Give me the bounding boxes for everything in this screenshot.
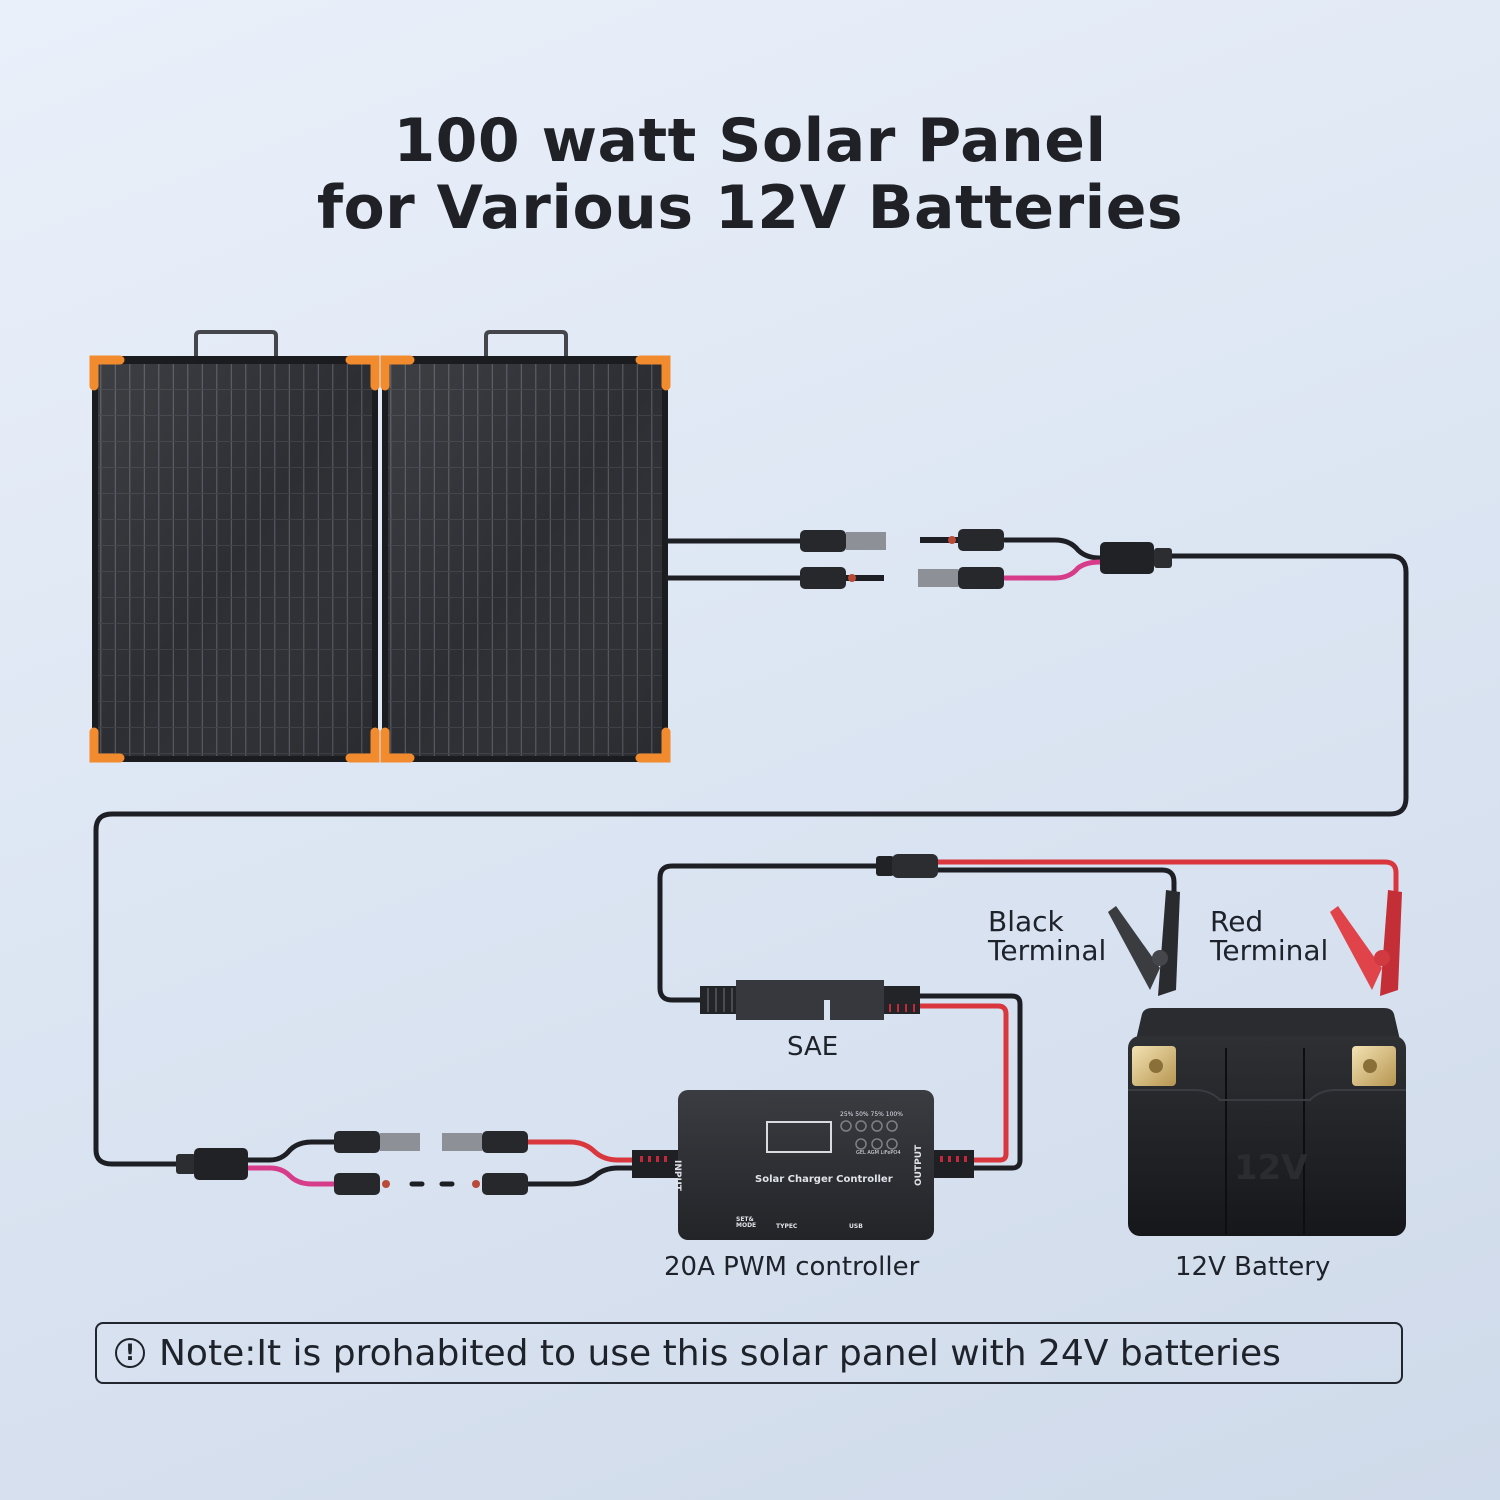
level-indicator-labels: 25% 50% 75% 100% (840, 1111, 903, 1118)
controller-body (678, 1090, 934, 1240)
mc4-female-top-3 (920, 529, 1004, 551)
controller-input-label: INPUT (672, 1160, 682, 1191)
battery-label: 12V Battery (1175, 1252, 1331, 1282)
red-clamp-icon (1330, 890, 1402, 996)
battery-12v (1128, 1008, 1406, 1236)
mode-agm: AGM (867, 1150, 879, 1156)
mc4-male-top-1 (800, 530, 886, 552)
warning-note-text: Note:It is prohabited to use this solar … (159, 1332, 1281, 1374)
battery-embossed-text: 12V (1234, 1148, 1308, 1188)
pwm-controller (632, 1090, 974, 1240)
typec-port: TYPEC (776, 1223, 798, 1230)
mode-lifepo4: LiFePO4 (880, 1150, 901, 1156)
controller-device-name: Solar Charger Controller (755, 1174, 893, 1185)
warning-note: ! Note:It is prohabited to use this sola… (95, 1322, 1403, 1384)
battery-mode-labels: GEL AGM LiFePO4 (856, 1150, 901, 1156)
red-terminal-label: Red Terminal (1210, 907, 1328, 965)
cables (93, 537, 1409, 1187)
exclamation-circle-icon: ! (115, 1338, 145, 1368)
mc4-female-top-2 (800, 567, 884, 589)
level-75: 75% (870, 1111, 884, 1118)
black-terminal-label: Black Terminal (988, 907, 1106, 965)
controller-output-label: OUTPUT (914, 1144, 924, 1186)
mc4-male-top-4 (918, 567, 1004, 589)
y-branch-splitter-bottom (176, 1148, 248, 1180)
red-terminal-line2: Terminal (1210, 934, 1329, 967)
level-25: 25% (840, 1111, 854, 1118)
right-handle-icon (484, 330, 568, 358)
mode-gel: GEL (856, 1150, 866, 1156)
y-branch-splitter-top (1100, 542, 1172, 574)
left-handle-icon (194, 330, 278, 358)
solar-panel (89, 330, 671, 763)
level-100: 100% (885, 1111, 903, 1118)
mc4-connectors-bottom (176, 1131, 528, 1195)
page-title: 100 watt Solar Panel for Various 12V Bat… (0, 108, 1500, 242)
controller-label: 20A PWM controller (664, 1252, 920, 1282)
sae-connector (700, 980, 920, 1020)
mc4-connectors-top (800, 529, 1172, 589)
usb-port: USB (849, 1223, 863, 1230)
black-terminal-line1: Black (988, 905, 1064, 938)
black-terminal-line2: Terminal (988, 934, 1107, 967)
orange-corner-guards (89, 355, 671, 763)
set-mode-button: SET& MODE (736, 1216, 757, 1229)
title-line-1: 100 watt Solar Panel (393, 106, 1107, 176)
lcd-display (766, 1121, 832, 1153)
level-50: 50% (855, 1111, 869, 1118)
red-terminal-line1: Red (1210, 905, 1264, 938)
black-clamp-icon (1108, 890, 1180, 996)
title-line-2: for Various 12V Batteries (316, 173, 1184, 243)
indicator-leds (840, 1120, 898, 1150)
sae-label: SAE (787, 1032, 839, 1062)
dc-inline-connector (876, 854, 938, 878)
